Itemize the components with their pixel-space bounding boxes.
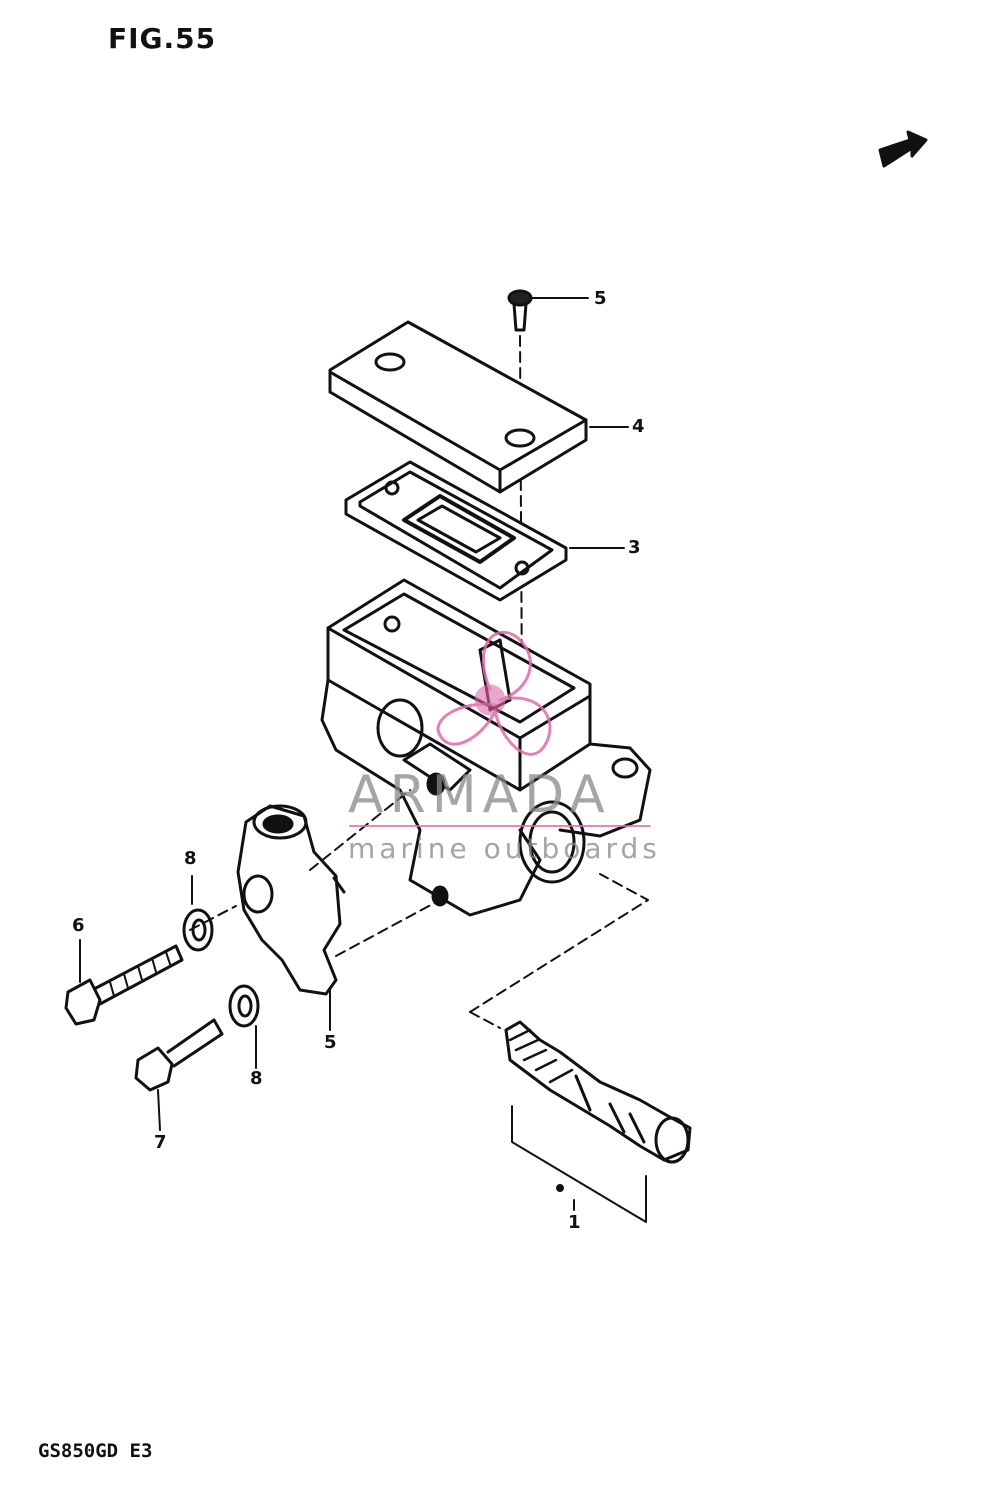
part-washer-8-lower	[228, 984, 260, 1069]
part-piston-kit-1	[469, 873, 692, 1223]
watermark-subtitle: marine outboards	[348, 832, 661, 865]
callout-label-8-upper: 8	[184, 848, 197, 869]
fig-title: FIG.55	[108, 22, 217, 55]
master-cylinder-body	[320, 578, 652, 917]
callout-label-1: 1	[568, 1212, 581, 1233]
part-bolt-7	[134, 1018, 224, 1131]
watermark-logo-icon	[436, 630, 552, 756]
part-washer-8-upper	[182, 875, 214, 952]
callout-label-8-lower: 8	[250, 1068, 263, 1089]
callout-label-6: 6	[72, 915, 85, 936]
part-screw-4	[507, 289, 589, 332]
watermark-name: ARMADA	[348, 765, 611, 825]
callout-label-3: 4	[632, 416, 645, 437]
model-code: GS850GD E3	[38, 1440, 153, 1462]
assembly-axis-line	[519, 335, 523, 701]
part-cap-3	[328, 320, 629, 494]
callout-label-4: 5	[594, 288, 607, 309]
part-lever-holder-5	[236, 789, 441, 1031]
callout-label-2: 3	[628, 537, 641, 558]
part-diaphragm-2	[344, 460, 625, 602]
callout-label-5: 5	[324, 1032, 337, 1053]
part-bolt-6	[64, 905, 237, 1026]
direction-arrow-icon	[878, 130, 928, 168]
callout-label-7: 7	[154, 1132, 167, 1153]
